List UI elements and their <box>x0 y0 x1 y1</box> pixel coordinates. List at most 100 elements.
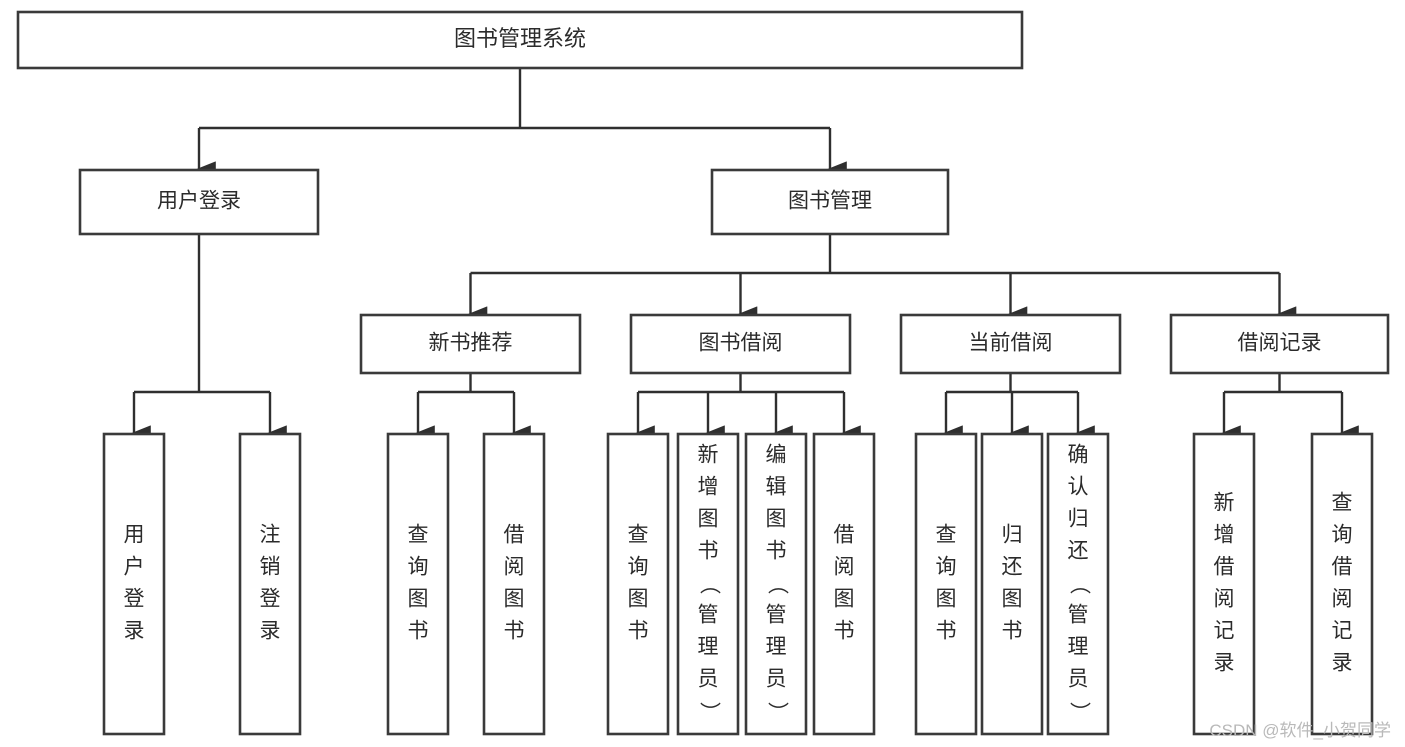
edge-group-book-management <box>468 234 1297 322</box>
label-char: 询 <box>1332 524 1353 547</box>
node-label-borrow-records: 借阅记录 <box>1238 332 1322 355</box>
label-char: 借 <box>1214 556 1235 579</box>
label-char: 用 <box>124 524 145 547</box>
label-char: 书 <box>628 620 649 643</box>
label-char: 询 <box>628 556 649 579</box>
label-char: 增 <box>1214 524 1235 547</box>
label-char: 还 <box>1068 540 1089 563</box>
label-char: 书 <box>766 540 787 563</box>
node-box-new-book-recommend <box>359 313 582 375</box>
node-root[interactable]: 图书管理系统 <box>16 10 1024 70</box>
node-borrow-records[interactable]: 借阅记录 <box>1169 313 1390 375</box>
node-box-leaf-borrow-book-recommend <box>482 432 546 736</box>
label-char: 图 <box>1002 588 1023 611</box>
label-char: ） <box>1067 702 1090 723</box>
label-char: 理 <box>698 636 719 659</box>
node-book-management[interactable]: 图书管理 <box>710 168 950 236</box>
label-char: 理 <box>1068 636 1089 659</box>
node-box-leaf-return-book <box>980 432 1044 736</box>
label-char: 理 <box>766 636 787 659</box>
node-box-leaf-add-book-admin <box>676 432 740 736</box>
label-char: 登 <box>260 588 281 611</box>
edge-group-user-login <box>131 234 287 441</box>
node-box-leaf-query-book-borrow <box>606 432 670 736</box>
label-char: 户 <box>124 556 145 579</box>
node-box-leaf-add-borrow-record <box>1192 432 1256 736</box>
label-char: 归 <box>1002 524 1023 547</box>
label-char: 查 <box>408 524 429 547</box>
label-char: 书 <box>936 620 957 643</box>
label-char: 记 <box>1214 620 1235 643</box>
label-char: 员 <box>698 668 719 691</box>
label-char: 确 <box>1068 444 1089 467</box>
label-char: 录 <box>1332 652 1353 675</box>
label-char: 管 <box>766 604 787 627</box>
node-label-new-book-recommend: 新书推荐 <box>429 332 513 355</box>
node-box-root <box>16 10 1024 70</box>
label-char: 辑 <box>766 476 787 499</box>
label-char: 管 <box>1068 604 1089 627</box>
label-char: 书 <box>408 620 429 643</box>
label-char: （ <box>765 574 788 595</box>
node-box-leaf-edit-book-admin <box>744 432 808 736</box>
node-box-user-login <box>78 168 320 236</box>
node-leaf-user-login[interactable]: 用户登录 <box>102 432 166 736</box>
edge-group-new-book-recommend <box>415 373 531 441</box>
label-char: 销 <box>260 556 281 579</box>
label-char: 询 <box>408 556 429 579</box>
label-char: 阅 <box>1332 588 1353 611</box>
node-book-borrow[interactable]: 图书借阅 <box>629 313 852 375</box>
label-char: 阅 <box>1214 588 1235 611</box>
node-box-leaf-query-book-recommend <box>386 432 450 736</box>
label-char: 新 <box>698 444 719 467</box>
node-label-book-management: 图书管理 <box>788 190 872 213</box>
node-box-leaf-query-borrow-record <box>1310 432 1374 736</box>
label-char: 新 <box>1214 492 1235 515</box>
label-char: 书 <box>834 620 855 643</box>
node-label-book-borrow: 图书借阅 <box>699 332 783 355</box>
node-label-user-login: 用户登录 <box>157 190 241 213</box>
label-char: 管 <box>698 604 719 627</box>
watermark-text: CSDN @软件_小贺同学 <box>1209 721 1391 740</box>
edge-group-current-borrow <box>943 373 1095 441</box>
node-label-current-borrow: 当前借阅 <box>969 332 1053 355</box>
label-char: 查 <box>628 524 649 547</box>
label-char: （ <box>697 574 720 595</box>
node-box-leaf-borrow-book <box>812 432 876 736</box>
label-char: 图 <box>698 508 719 531</box>
label-char: 图 <box>504 588 525 611</box>
label-char: 还 <box>1002 556 1023 579</box>
node-current-borrow[interactable]: 当前借阅 <box>899 313 1122 375</box>
node-box-leaf-query-book-current <box>914 432 978 736</box>
label-char: 员 <box>1068 668 1089 691</box>
node-user-login[interactable]: 用户登录 <box>78 168 320 236</box>
node-new-book-recommend[interactable]: 新书推荐 <box>359 313 582 375</box>
label-char: 查 <box>936 524 957 547</box>
label-char: 书 <box>698 540 719 563</box>
